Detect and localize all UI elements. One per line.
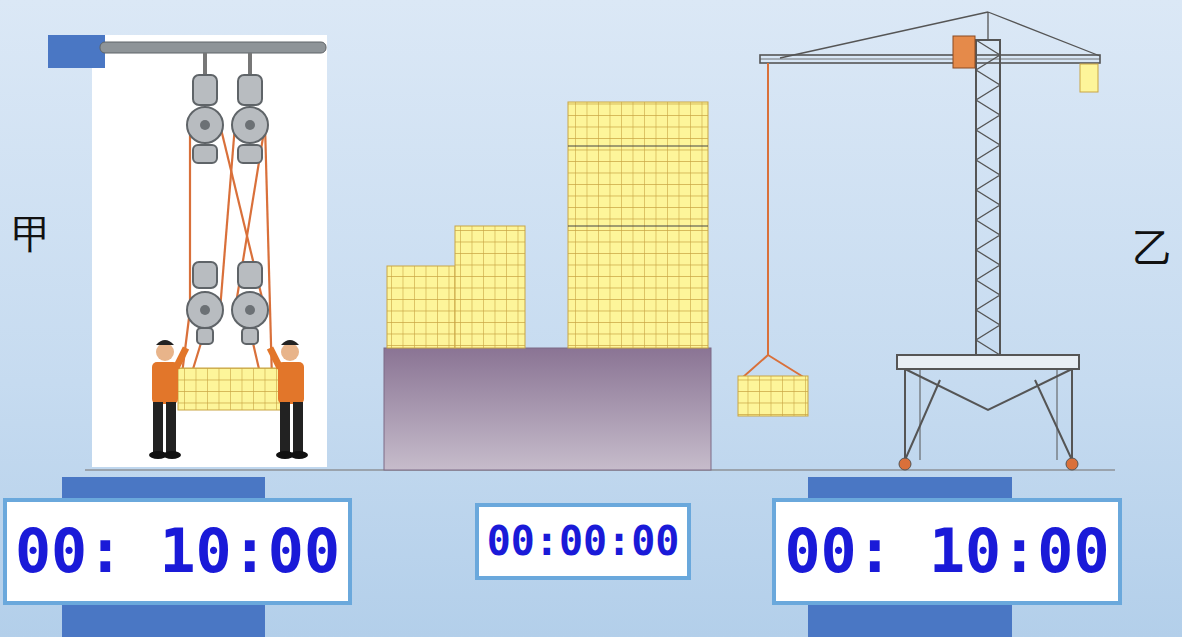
timer-display: 00: 10:00	[772, 498, 1121, 605]
timer-bar	[62, 602, 265, 637]
timer-bar	[62, 477, 265, 499]
timer-reading: 00:00:00	[487, 521, 680, 561]
tower-crane	[738, 12, 1100, 470]
figure-label: 甲	[12, 212, 52, 256]
brick-stacks	[384, 102, 711, 470]
timer-reading: 00: 10:00	[15, 521, 340, 581]
figure-label: 乙	[1133, 226, 1173, 270]
timer-bar	[808, 477, 1012, 499]
timer-display: 00:00:00	[475, 503, 692, 580]
timer-reading: 00: 10:00	[784, 521, 1109, 581]
pulley-system	[48, 35, 327, 467]
timer-display: 00: 10:00	[3, 498, 352, 605]
timer-bar	[808, 602, 1012, 637]
